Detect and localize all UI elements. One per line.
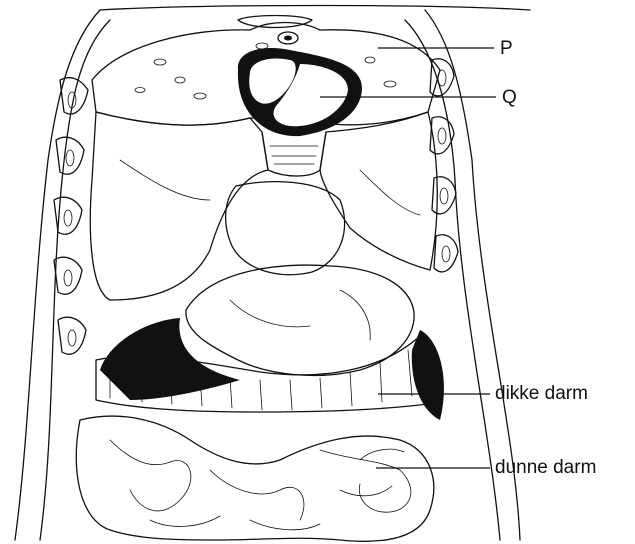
- small-intestine: [76, 416, 434, 541]
- label-p: P: [500, 39, 513, 58]
- heart-structure: [238, 48, 362, 176]
- stomach: [186, 265, 414, 375]
- label-q: Q: [502, 88, 517, 107]
- label-large-intestine: dikke darm: [495, 384, 588, 403]
- liver: [90, 112, 437, 300]
- label-small-intestine: dunne darm: [495, 458, 596, 477]
- abdominal-cavity-shadow: [100, 318, 444, 420]
